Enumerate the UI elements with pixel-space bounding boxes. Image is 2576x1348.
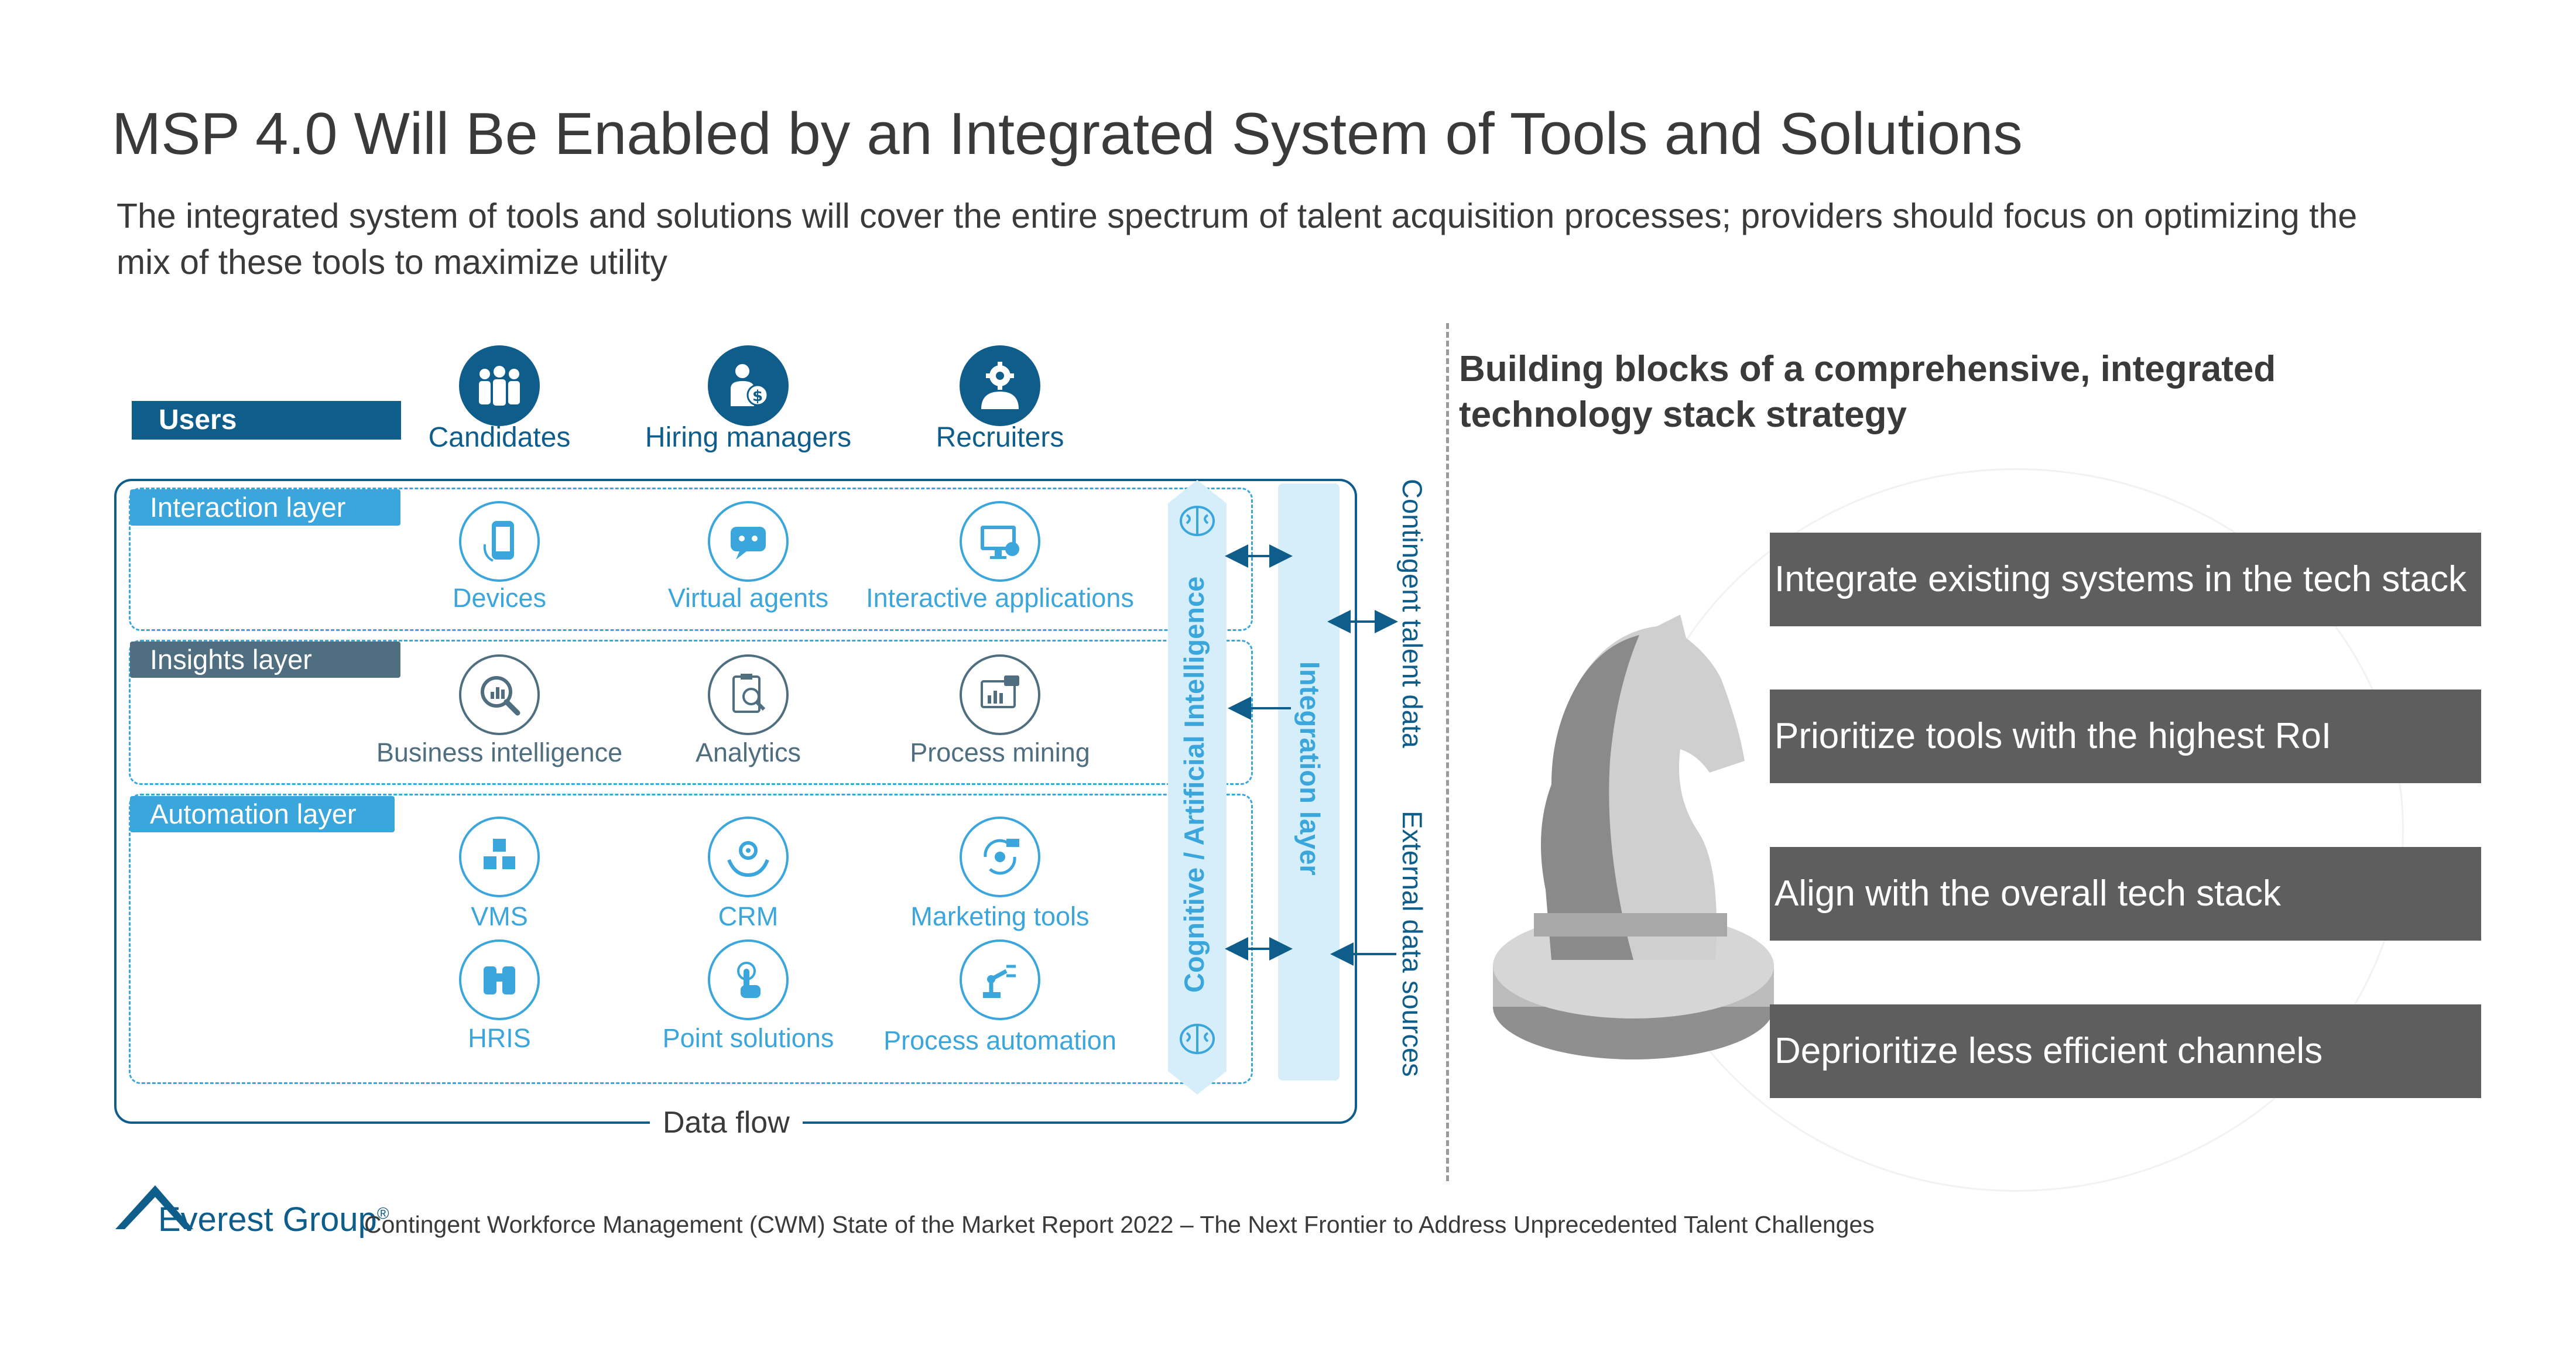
brain-icon	[1180, 1024, 1215, 1054]
tool-label-interactive-applications: Interactive applications	[866, 583, 1134, 613]
tool-label-marketing-tools: Marketing tools	[910, 901, 1090, 931]
svg-text:$: $	[752, 387, 763, 405]
section-divider	[1446, 323, 1449, 1181]
mobile-device-icon	[459, 501, 540, 582]
hands-gear-icon	[708, 817, 789, 897]
group-people-icon	[459, 345, 540, 426]
brain-icon	[1180, 506, 1215, 536]
building-blocks-title: Building blocks of a comprehensive, inte…	[1459, 349, 2276, 435]
recruiter-gear-icon	[960, 345, 1040, 426]
integration-layer-bar	[1278, 483, 1340, 1081]
tool-label-process-automation: Process automation	[883, 1025, 1116, 1055]
insights-layer-tag: Insights layer	[130, 642, 400, 678]
magnifier-chart-icon	[459, 654, 540, 735]
integration-layer-label: Integration layer	[1294, 661, 1325, 876]
footer-source: Contingent Workforce Management (CWM) St…	[364, 1211, 1875, 1238]
tool-label-point-solutions: Point solutions	[662, 1023, 834, 1053]
page-title: MSP 4.0 Will Be Enabled by an Integrated…	[112, 101, 2023, 167]
finger-tap-icon	[708, 939, 789, 1020]
tool-label-process-mining: Process mining	[910, 738, 1090, 767]
cubes-icon	[459, 817, 540, 897]
users-tag: Users	[132, 401, 401, 440]
robot-arm-icon	[960, 939, 1040, 1020]
tool-label-virtual-agents: Virtual agents	[667, 583, 829, 613]
building-block-2: Prioritize tools with the highest RoI	[1770, 690, 2481, 783]
user-label-candidates: Candidates	[428, 422, 571, 453]
registered-mark: ®	[376, 1204, 389, 1223]
clipboard-analysis-icon	[708, 654, 789, 735]
monitor-touch-icon	[960, 501, 1040, 582]
footer-brand-name: Everest Group	[158, 1200, 377, 1239]
contingent-talent-data-label: Contingent talent data	[1397, 479, 1428, 748]
tool-label-business-intelligence: Business intelligence	[376, 738, 623, 767]
everest-logo-icon	[115, 1185, 193, 1229]
robot-chat-icon	[708, 501, 789, 582]
data-flow-label: Data flow	[650, 1105, 803, 1140]
manager-dollar-icon: $	[708, 345, 789, 426]
tool-label-crm: CRM	[718, 901, 779, 931]
building-block-3: Align with the overall tech stack	[1770, 847, 2481, 941]
cognitive-ai-band	[1168, 480, 1227, 1095]
binoculars-icon	[459, 939, 540, 1020]
automation-layer-tag: Automation layer	[130, 796, 395, 832]
tool-label-hris: HRIS	[468, 1023, 531, 1053]
tool-label-analytics: Analytics	[695, 738, 801, 767]
marketing-cycle-icon	[960, 817, 1040, 897]
user-label-recruiters: Recruiters	[936, 422, 1064, 453]
page-subtitle: The integrated system of tools and solut…	[117, 197, 2358, 282]
user-label-hiring-managers: Hiring managers	[645, 422, 852, 453]
tool-label-vms: VMS	[471, 901, 528, 931]
footer-brand: Everest Group®	[158, 1200, 389, 1239]
chess-knight-icon	[1493, 615, 1774, 1059]
interaction-layer-tag: Interaction layer	[130, 489, 400, 526]
building-block-4: Deprioritize less efficient channels	[1770, 1004, 2481, 1098]
external-data-sources-label: External data sources	[1397, 811, 1428, 1077]
building-block-1: Integrate existing systems in the tech s…	[1770, 533, 2481, 626]
insights-layer-box	[129, 640, 1253, 785]
cognitive-ai-label: Cognitive / Artificial Intelligence	[1179, 576, 1210, 993]
dashboard-chart-icon	[960, 654, 1040, 735]
tool-label-devices: Devices	[452, 583, 547, 613]
